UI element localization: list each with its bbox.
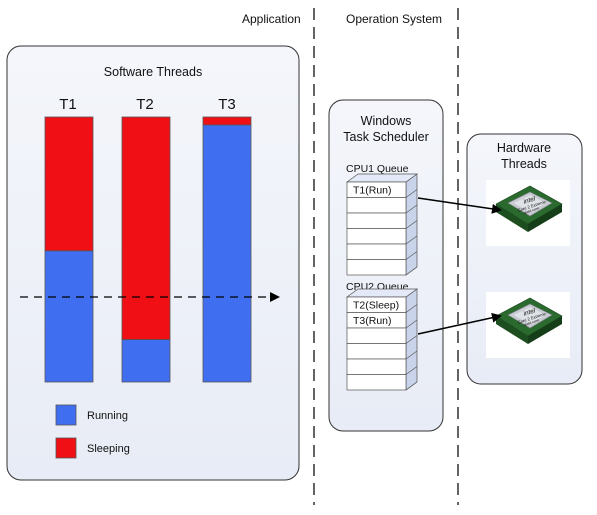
legend-running-label: Running [87,410,128,422]
cpu1-queue-slot [346,212,407,229]
cpu1-queue-slot [346,228,407,245]
thread-t1-running-segment [44,250,94,383]
cpu-chip-1-icon: intel Core 2 Extreme quad-core [486,180,570,246]
thread-label-t2: T2 [136,96,154,113]
cpu2-queue-top-face [345,288,419,298]
cpu2-queue-slot [346,343,407,360]
cpu2-queue-slot [346,358,407,375]
cpu1-queue-slot [346,243,407,260]
cpu2-queue-slot-edge [405,381,418,391]
cpu1-queue: T1(Run) [345,173,419,276]
svg-text:quad-core: quad-core [523,206,540,215]
cpu1-queue-slot-edge [405,220,418,229]
cpu2-queue-slot-edge [405,304,418,313]
legend-running-swatch [55,404,77,426]
software-threads-title: Software Threads [104,65,202,79]
cpu1-queue-top-face [345,173,419,183]
cpu-chip-2-icon: intel Core 2 Extreme quad-core [486,292,570,358]
hardware-threads-title-line2: Threads [501,157,547,171]
svg-text:intel: intel [523,307,537,318]
svg-text:quad-core: quad-core [523,318,540,327]
thread-t3-sleeping-segment [202,116,252,126]
cpu1-queue-entry: T1(Run) [353,185,392,197]
thread-t1-sleeping-segment [44,116,94,252]
column-label-operating-system: Operation System [346,12,442,26]
cpu1-queue-slot-edge [405,235,418,245]
hardware-threads-title-line1: Hardware [497,141,551,155]
cpu2-queue-entry: T3(Run) [353,315,392,327]
cpu1-queue-slot-edge [405,251,418,260]
cpu2-queue-slot-edge [405,350,418,360]
cpu2-queue-slot [346,374,407,391]
cpu1-queue-slot [346,197,407,214]
thread-t3-running-segment [202,124,252,383]
thread-label-t3: T3 [218,96,236,113]
cpu2-queue-slot-edge [405,319,418,329]
column-label-application: Application [242,12,301,26]
thread-t2-running-segment [121,339,171,383]
cpu1-queue-label: CPU1 Queue [346,163,409,175]
cpu2-queue: T2(Sleep) T3(Run) [345,288,419,391]
legend-sleeping-label: Sleeping [87,443,130,455]
cpu1-queue-slot-edge [405,189,418,198]
cpu1-queue-to-hardware-arrow [417,197,502,214]
cpu2-queue-entry: T2(Sleep) [353,300,399,312]
cpu1-queue-slot-edge [405,266,418,276]
cpu2-queue-slot-edge [405,335,418,344]
task-scheduler-title-line2: Task Scheduler [343,130,428,144]
task-scheduler-title-line1: Windows [361,114,412,128]
thread-t2-sleeping-segment [121,116,171,341]
svg-text:intel: intel [523,195,537,206]
cpu2-queue-slot-edge [405,366,418,375]
cpu1-queue-slot-edge [405,204,418,214]
cpu2-queue-slot [346,327,407,344]
cpu2-queue-to-hardware-arrow [417,312,502,335]
legend-sleeping-swatch [55,437,77,459]
cpu1-queue-slot [346,259,407,276]
thread-label-t1: T1 [59,96,77,113]
